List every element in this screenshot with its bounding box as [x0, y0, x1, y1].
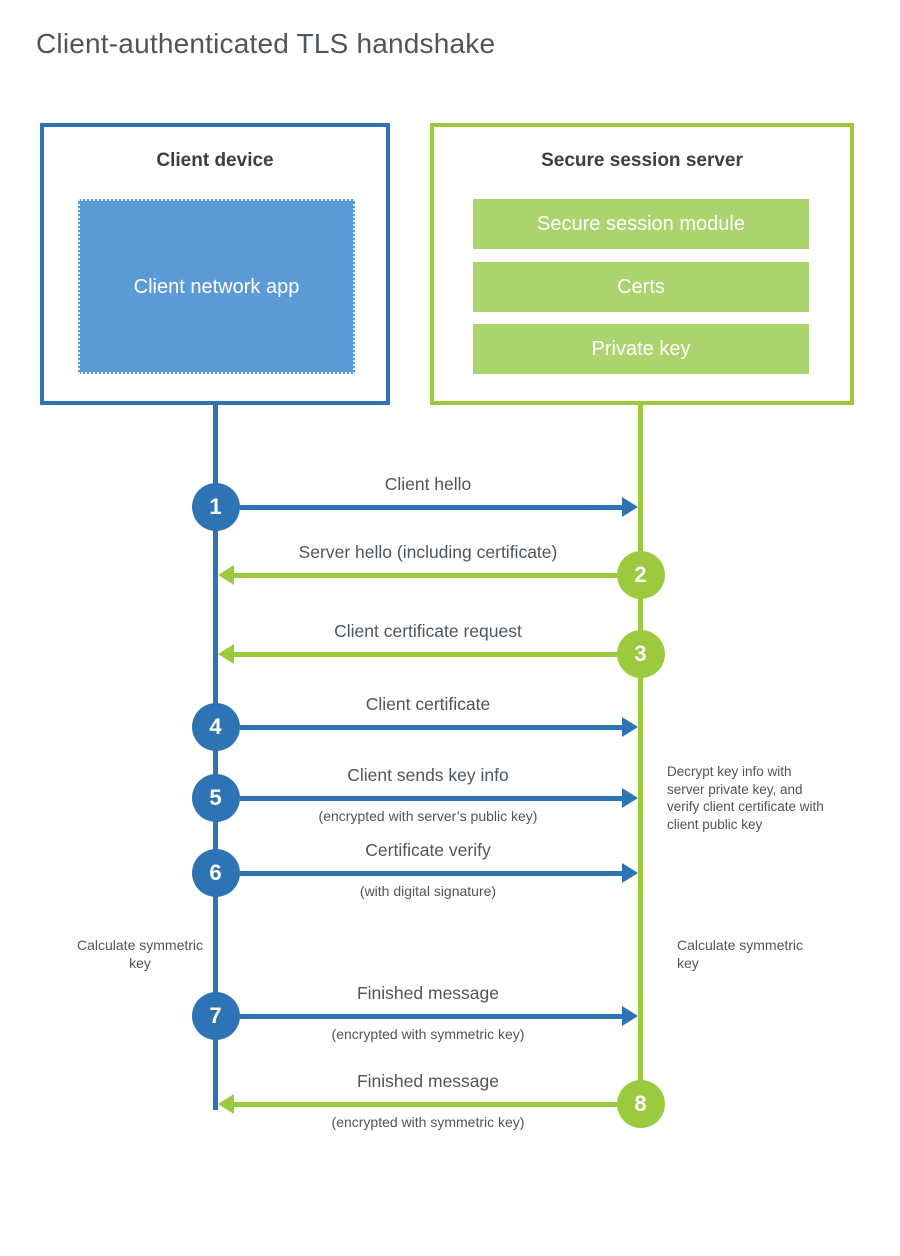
server-module-bar: Private key: [473, 324, 809, 374]
message-arrow-shaft: [234, 1101, 617, 1107]
message-label: Client hello: [384, 474, 472, 494]
server-decrypt-note: Decrypt key info with server private key…: [667, 764, 824, 832]
message-sublabel: (encrypted with symmetric key): [331, 1114, 525, 1130]
message-sublabel: (encrypted with symmetric key): [331, 1026, 525, 1042]
message-arrow-shaft: [234, 651, 617, 657]
client-network-app-box: Client network app: [78, 199, 355, 374]
step-number-badge: 1: [191, 483, 240, 531]
message-sublabel: (encrypted with server’s public key): [318, 808, 538, 824]
message-arrowhead: [622, 717, 638, 737]
server-module-bar: Certs: [473, 261, 809, 312]
message-arrowhead: [622, 1006, 638, 1026]
message-label: Finished message: [356, 1071, 500, 1091]
step-number-badge: 2: [616, 551, 665, 599]
step-number-badge: 4: [191, 703, 240, 751]
message-sublabel: (with digital signature): [359, 883, 497, 899]
message-arrow-shaft: [239, 795, 622, 801]
message-arrowhead: [622, 863, 638, 883]
message-arrowhead: [218, 1094, 234, 1114]
step-number-badge: 6: [191, 849, 240, 897]
message-arrow-shaft: [239, 870, 622, 876]
message-label: Client certificate: [365, 694, 491, 714]
message-label: Server hello (including certificate): [298, 542, 558, 562]
message-arrow-shaft: [239, 1013, 622, 1019]
step-number-badge: 5: [191, 774, 240, 822]
message-arrowhead: [622, 788, 638, 808]
client-device-box: Client device Client network app: [40, 123, 390, 405]
message-label: Client certificate request: [334, 621, 522, 641]
message-arrow-shaft: [234, 572, 617, 578]
server-module-bar: Secure session module: [473, 199, 809, 249]
message-label: Client sends key info: [347, 765, 509, 785]
secure-session-server-box: Secure session server Secure session mod…: [430, 123, 854, 405]
message-arrow-shaft: [239, 504, 622, 510]
message-arrowhead: [622, 497, 638, 517]
secure-session-server-title: Secure session server: [541, 150, 743, 171]
message-arrow-shaft: [239, 724, 622, 730]
client-lifeline: [213, 405, 218, 1110]
message-arrowhead: [218, 565, 234, 585]
step-number-badge: 7: [191, 992, 240, 1040]
message-label: Finished message: [356, 983, 500, 1003]
step-number-badge: 3: [616, 630, 665, 678]
message-arrowhead: [218, 644, 234, 664]
server-calculate-key-note: Calculate symmetric key: [677, 937, 804, 971]
client-calculate-key-note: Calculate symmetric key: [76, 937, 204, 971]
step-number-badge: 8: [616, 1080, 665, 1128]
server-lifeline: [638, 405, 643, 1105]
message-label: Certificate verify: [365, 840, 491, 860]
client-network-app-label: Client network app: [133, 275, 300, 298]
client-device-title: Client device: [156, 150, 274, 171]
page-title: Client-authenticated TLS handshake: [36, 28, 496, 59]
